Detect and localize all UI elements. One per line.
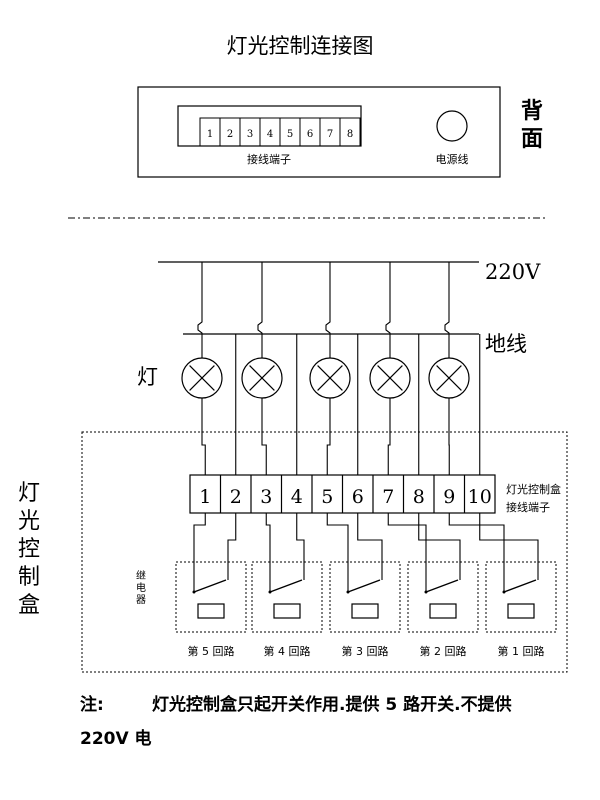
back-terminal-cells: 1 2 3 4 5 6 7 8 [199,117,361,147]
relay [448,513,557,633]
lamp-to-terminal-wire [261,398,267,475]
note-line-1: 灯光控制盒只起开关作用.提供 5 路开关.不提供 [152,695,512,715]
back-terminal-number: 1 [207,129,213,140]
back-terminal-number: 5 [287,129,293,140]
relay-wire [357,513,383,580]
lamp-feed-wire [197,262,203,358]
back-panel [137,86,501,178]
lamp-label: 灯 [137,365,158,389]
lamp-to-terminal-wire [201,398,206,475]
control-box-outline [81,431,568,673]
back-terminal-number: 7 [327,129,333,140]
lamp-icon [309,357,351,399]
back-side-label: 背面 [521,99,544,152]
lamp-to-terminal-wire [387,398,391,475]
relay [326,513,401,633]
relay-wire [296,513,305,580]
relay-wire [479,513,539,580]
ground-line-label: 地线 [485,332,527,356]
lamp-feed-wire [325,262,331,358]
control-box-terminal-caption-1: 灯光控制盒 [506,482,561,496]
terminal-number: 3 [260,486,272,508]
terminal-number: 9 [443,486,455,508]
relay-wire [227,513,237,580]
lamp-to-terminal-wire [326,398,331,475]
relays [175,513,557,633]
relay-wire [193,513,206,592]
wiring [197,262,481,475]
note-line-2: 220V 电 [80,729,152,749]
circuit-labels: 第 5 回路 第 4 回路 第 3 回路 第 2 回路 第 1 回路 [188,644,545,658]
lamps [181,357,470,399]
relay [251,513,323,633]
circuit-label: 第 3 回路 [342,644,389,658]
control-box-terminal-caption-2: 接线端子 [506,500,550,514]
circuit-label: 第 2 回路 [420,644,467,658]
terminal-number: 10 [468,486,492,508]
back-terminal-number: 8 [347,129,353,140]
circuit-label: 第 1 回路 [498,644,545,658]
note-prefix: 注: [80,695,104,715]
back-terminal-caption: 接线端子 [247,152,291,166]
lamp-icon [428,357,470,399]
lamp-icon [181,357,223,399]
terminal-number: 1 [199,486,211,508]
diagram-title: 灯光控制连接图 [226,34,374,58]
relay-label: 继电器 [136,571,146,606]
back-terminal-block [177,105,362,147]
power-cord-icon [436,110,468,142]
back-terminal-number: 4 [267,129,273,140]
lamp-feed-wire [444,262,450,358]
circuit-label: 第 4 回路 [264,644,311,658]
relay [175,513,247,633]
terminal-number: 4 [291,486,303,508]
back-terminal-number: 2 [227,129,233,140]
lamp-icon [369,357,411,399]
relay-wire [265,513,271,592]
back-terminal-cell [339,117,361,147]
power-line-label: 220V [485,260,541,284]
lamp-icon [241,357,283,399]
terminal-number: 8 [413,486,425,508]
back-terminal-number: 3 [247,129,253,140]
relay-wire [448,513,505,592]
terminal-number: 2 [230,486,242,508]
back-terminal-number: 6 [307,129,313,140]
circuit-label: 第 5 回路 [188,644,235,658]
terminal-number: 6 [352,486,364,508]
relay-wire [387,513,427,592]
terminal-number: 5 [321,486,333,508]
control-box-side-label: 灯光控制盒 [18,481,41,618]
lamp-feed-wire [385,262,391,358]
relay [387,513,479,633]
power-cord-caption: 电源线 [436,152,469,166]
relay-wire [326,513,349,592]
relay-wire [418,513,461,580]
terminal-number: 7 [382,486,394,508]
lamp-feed-wire [257,262,263,358]
